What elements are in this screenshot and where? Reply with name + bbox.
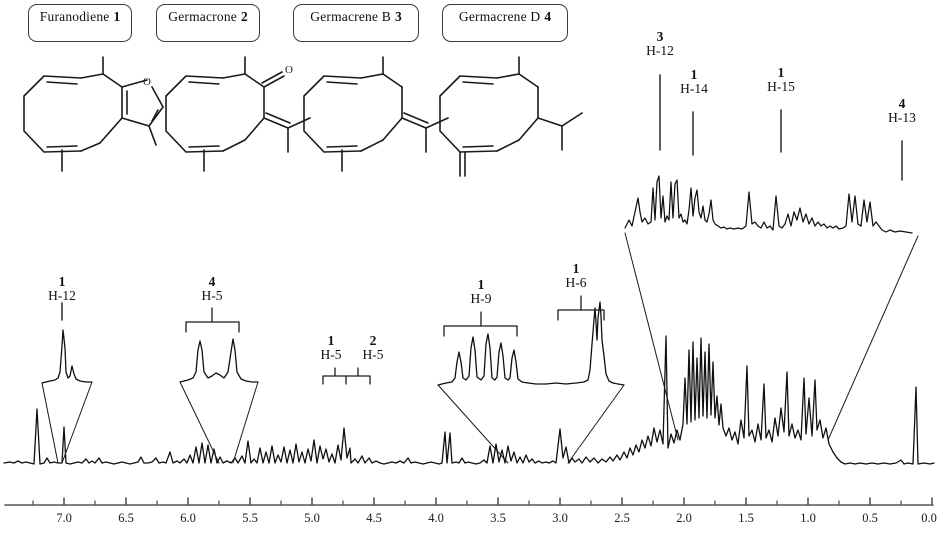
x-axis-major-ticks bbox=[63, 497, 933, 506]
main-spectrum-trace bbox=[3, 335, 935, 465]
annotation-compound-number: 1 bbox=[777, 65, 785, 80]
expansion-h9-h6-trace bbox=[437, 301, 625, 386]
expansion-h9-bracket bbox=[443, 311, 518, 337]
compound-name: Germacrene D bbox=[458, 9, 541, 24]
compound-number: 1 bbox=[113, 9, 121, 24]
annotation-compound-number: 1 bbox=[327, 333, 335, 348]
expansion-h5-c4-trace bbox=[179, 338, 259, 383]
expansion-h5-c4-bracket bbox=[185, 307, 240, 333]
annotation-proton-label: H-15 bbox=[767, 79, 795, 95]
axis-tick-label: 6.5 bbox=[118, 511, 134, 525]
compound-caption-furanodiene: Furanodiene 1 bbox=[28, 4, 132, 42]
inset-top-trace bbox=[624, 175, 913, 234]
annotation-proton-label: H-6 bbox=[565, 275, 587, 291]
germacrone-skeleton bbox=[165, 56, 311, 172]
annotation-proton-label: H-13 bbox=[888, 110, 916, 126]
germacrene-d-skeleton bbox=[439, 56, 583, 177]
expansion-h5-c4-connector bbox=[179, 381, 259, 464]
compound-name: Germacrone bbox=[168, 9, 237, 24]
expansion-h12-connector bbox=[41, 381, 93, 464]
annotation-proton-label: H-14 bbox=[680, 81, 708, 97]
germacrene-b-skeleton bbox=[303, 56, 449, 172]
inset-top-connector bbox=[624, 232, 919, 441]
axis-tick-label: 1.0 bbox=[800, 511, 816, 525]
annotation-2-h5: 2 H-5 bbox=[362, 333, 384, 363]
compound-number: 3 bbox=[394, 9, 402, 24]
annotation-1-h6: 1 H-6 bbox=[565, 261, 587, 291]
inset-annotation-1-h15: 1 H-15 bbox=[767, 65, 795, 95]
compound-name: Furanodiene bbox=[39, 9, 110, 24]
annotation-proton-label: H-12 bbox=[646, 43, 674, 59]
annotation-compound-number: 4 bbox=[898, 96, 906, 111]
annotation-compound-number: 1 bbox=[58, 274, 66, 289]
compound-caption-germacrone: Germacrone 2 bbox=[156, 4, 260, 42]
annotation-proton-label: H-12 bbox=[48, 288, 76, 304]
annotation-proton-label: H-5 bbox=[320, 347, 342, 363]
compound-caption-germacrene-d: Germacrene D 4 bbox=[442, 4, 568, 42]
axis-tick-label: 4.0 bbox=[428, 511, 444, 525]
inset-annotation-1-h14: 1 H-14 bbox=[680, 67, 708, 97]
annotation-proton-label: H-5 bbox=[362, 347, 384, 363]
annotation-4-h5: 4 H-5 bbox=[201, 274, 223, 304]
axis-tick-label: 0.0 bbox=[921, 511, 937, 525]
annotation-proton-label: H-5 bbox=[201, 288, 223, 304]
annotation-compound-number: 3 bbox=[656, 29, 664, 44]
furanodiene-skeleton bbox=[23, 56, 164, 172]
compound-number: 2 bbox=[240, 9, 248, 24]
expansion-h6-bracket bbox=[557, 295, 605, 321]
axis-tick-label: 0.5 bbox=[862, 511, 878, 525]
bracket-h5-c1-c2 bbox=[322, 367, 371, 385]
compound-caption-germacrene-b: Germacrene B 3 bbox=[293, 4, 419, 42]
oxygen-label-furanodiene: O bbox=[143, 76, 151, 88]
annotation-proton-label: H-9 bbox=[470, 291, 492, 307]
annotation-1-h9: 1 H-9 bbox=[470, 277, 492, 307]
axis-tick-label: 4.5 bbox=[366, 511, 382, 525]
annotation-1-h12: 1 H-12 bbox=[48, 274, 76, 304]
oxygen-label-germacrone: O bbox=[285, 64, 293, 76]
expansion-h9-h6-connector bbox=[437, 384, 625, 464]
axis-tick-label: 2.0 bbox=[676, 511, 692, 525]
axis-tick-label: 5.0 bbox=[304, 511, 320, 525]
annotation-1-h5: 1 H-5 bbox=[320, 333, 342, 363]
inset-annotation-3-h12: 3 H-12 bbox=[646, 29, 674, 59]
expansion-h12-trace bbox=[41, 329, 93, 384]
axis-tick-label: 5.5 bbox=[242, 511, 258, 525]
axis-tick-label: 3.5 bbox=[490, 511, 506, 525]
axis-tick-label: 1.5 bbox=[738, 511, 754, 525]
axis-tick-label: 7.0 bbox=[56, 511, 72, 525]
compound-number: 4 bbox=[544, 9, 552, 24]
compound-name: Germacrene B bbox=[310, 9, 391, 24]
axis-tick-label: 6.0 bbox=[180, 511, 196, 525]
x-axis-minor-ticks bbox=[32, 500, 902, 506]
annotation-compound-number: 1 bbox=[690, 67, 698, 82]
annotation-compound-number: 4 bbox=[208, 274, 216, 289]
annotation-compound-number: 1 bbox=[477, 277, 485, 292]
axis-tick-label: 2.5 bbox=[614, 511, 630, 525]
axis-tick-label: 3.0 bbox=[552, 511, 568, 525]
annotation-compound-number: 2 bbox=[369, 333, 377, 348]
annotation-compound-number: 1 bbox=[572, 261, 580, 276]
inset-annotation-4-h13: 4 H-13 bbox=[888, 96, 916, 126]
